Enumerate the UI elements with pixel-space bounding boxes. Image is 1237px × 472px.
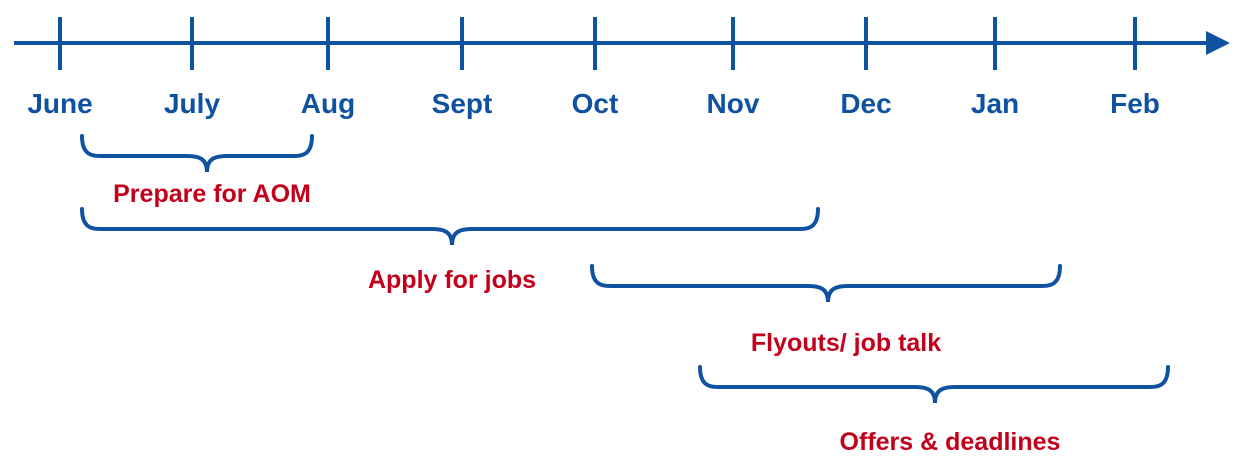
phase-brackets-group [80, 134, 1170, 404]
month-label-aug: Aug [300, 88, 356, 119]
month-label-dec: Dec [840, 88, 892, 119]
month-label-jan: Jan [970, 88, 1020, 119]
axis-ticks-group [58, 17, 1137, 70]
phase-apply-for-jobs-label: Apply for jobs [367, 266, 537, 294]
phase-offers-deadlines-bracket [698, 365, 1170, 404]
phase-offers-deadlines-label: Offers & deadlines [839, 428, 1061, 456]
month-label-feb: Feb [1110, 88, 1160, 119]
phase-prepare-for-aom-bracket [80, 134, 314, 173]
phase-flyouts-job-talk-bracket [590, 264, 1062, 303]
phase-apply-for-jobs-bracket [80, 207, 820, 246]
month-label-sept: Sept [431, 88, 493, 119]
month-label-july: July [163, 88, 221, 119]
month-label-nov: Nov [706, 88, 760, 119]
month-label-june: June [27, 88, 93, 119]
phase-prepare-for-aom-label: Prepare for AOM [113, 180, 311, 208]
phase-flyouts-job-talk-label: Flyouts/ job talk [750, 329, 942, 357]
month-label-oct: Oct [571, 88, 619, 119]
